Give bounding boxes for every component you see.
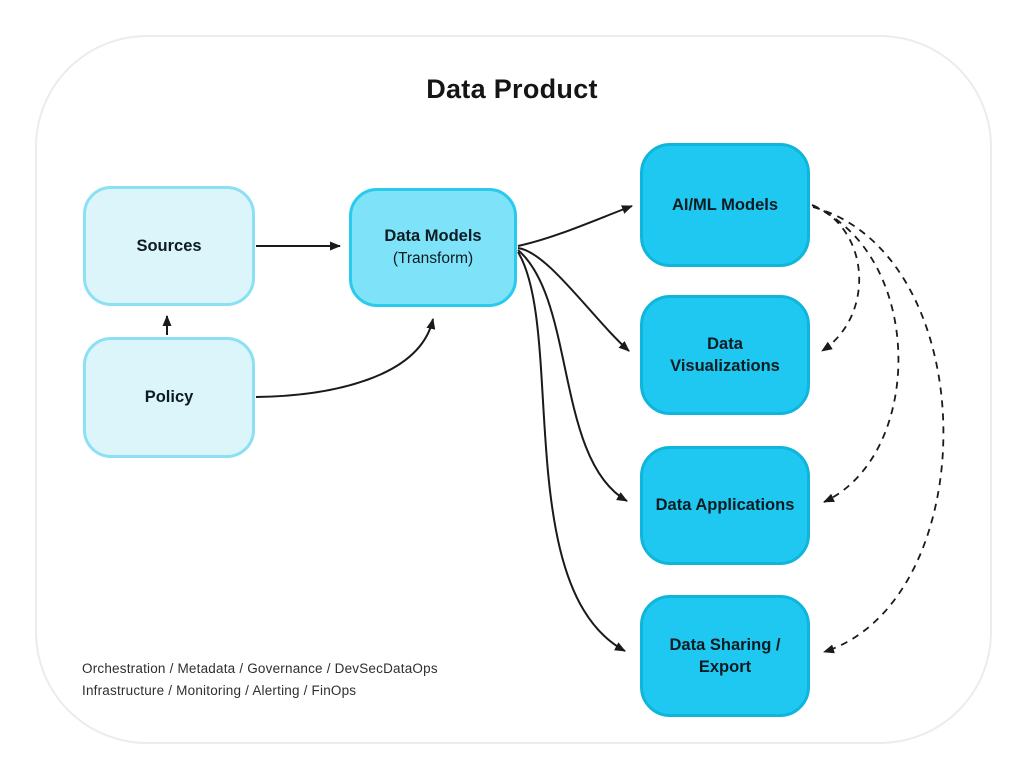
node-label: Sources [136,236,202,255]
footer-note: Orchestration / Metadata / Governance / … [82,658,438,702]
node-label: Data Applications [655,496,795,515]
diagram-title: Data Product [426,74,598,104]
node-data-sharing-export: Data Sharing / Export [640,595,810,717]
node-label: AI/ML Models [671,195,779,214]
node-label: Data Visualizations [670,334,780,375]
node-sources: Sources [83,186,255,306]
node-label: Policy [144,388,194,407]
node-data-visualizations: Data Visualizations [640,295,810,415]
node-data-models: Data Models (Transform) [349,188,517,307]
node-label: Data Sharing / Export [669,635,781,676]
node-data-applications: Data Applications [640,446,810,565]
node-label: Data Models [384,227,482,246]
footer-line-1: Orchestration / Metadata / Governance / … [82,661,438,676]
footer-line-2: Infrastructure / Monitoring / Alerting /… [82,682,357,698]
node-aiml-models: AI/ML Models [640,143,810,267]
node-policy: Policy [83,337,255,458]
node-sublabel: (Transform) [392,249,474,267]
